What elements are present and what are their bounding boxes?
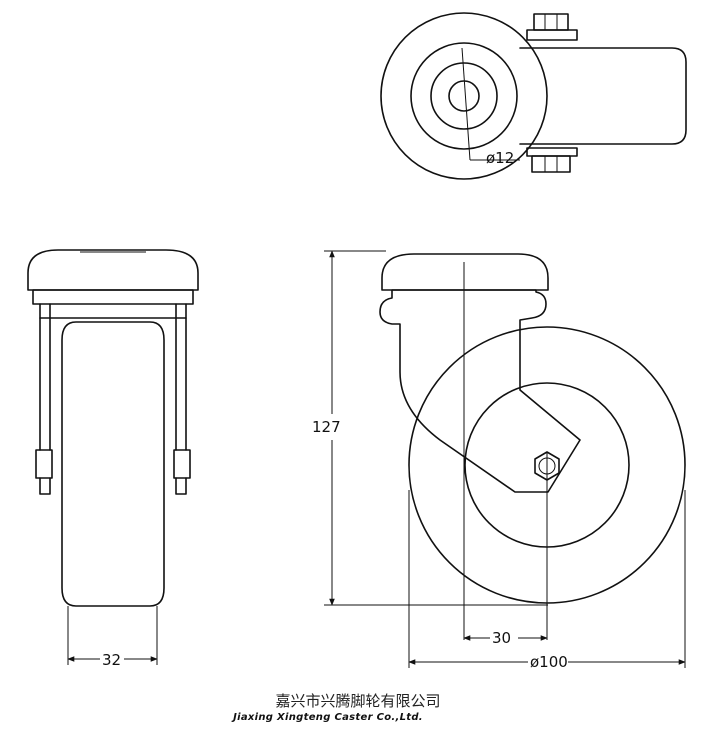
front-view: 32 (27, 249, 199, 669)
side-view: 127 30 ø100 (312, 250, 686, 671)
company-name-chinese: 嘉兴市兴腾脚轮有限公司 (275, 692, 441, 710)
height-label: 127 (312, 418, 341, 436)
offset-label: 30 (492, 629, 511, 647)
wheel-width-label: 32 (102, 651, 121, 669)
bolt-diameter-label: ø12 (486, 149, 514, 167)
wheel-diameter-label: ø100 (530, 653, 568, 671)
company-name-english: Jiaxing Xingteng Caster Co.,Ltd. (233, 712, 423, 723)
top-view: ø12 (380, 12, 687, 180)
